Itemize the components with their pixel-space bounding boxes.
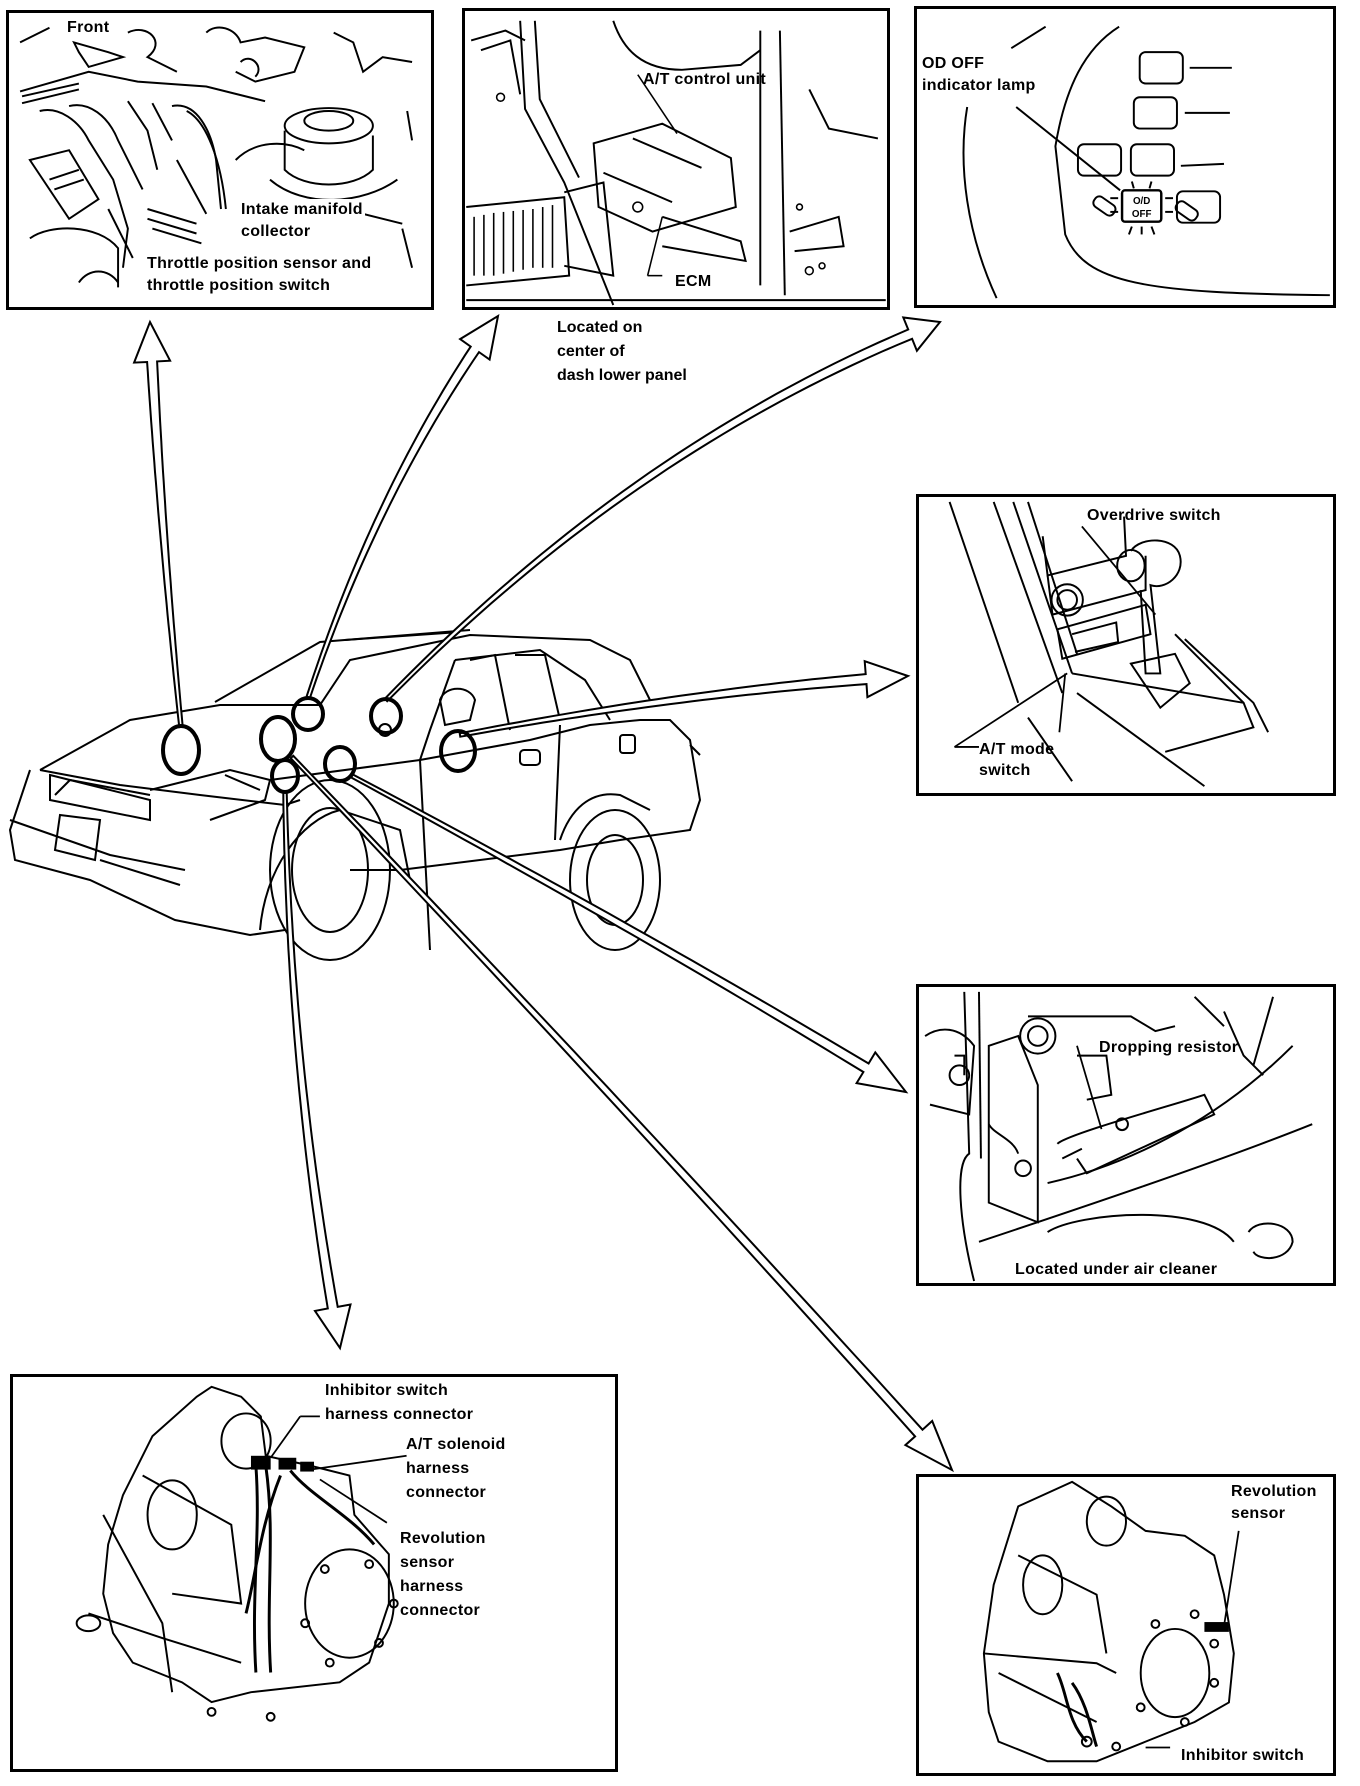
air-cleaner-illustration xyxy=(924,991,1313,1282)
callout-circle-windshield xyxy=(369,697,403,735)
panel-transmission-side: Revolution sensor Inhibitor switch xyxy=(916,1474,1336,1776)
caption-air-cleaner-location: Located under air cleaner xyxy=(1013,1259,1220,1281)
callout-circle-hood xyxy=(161,724,201,776)
arrow-to-transmission-harness xyxy=(282,791,352,1351)
label-front: Front xyxy=(67,19,110,36)
label-revolution-sensor-harness-connector: Revolution sensor harness connector xyxy=(400,1530,486,1619)
caption-dash-lower-location: Located on center of dash lower panel xyxy=(557,319,687,384)
panel-engine-bay: Front Intake manifold collector Throttle… xyxy=(6,10,434,310)
callout-circle-fender xyxy=(323,745,357,783)
dash-lower-illustration xyxy=(466,20,886,306)
label-intake-manifold-collector: Intake manifold collector xyxy=(239,199,365,243)
label-inhibitor-switch: Inhibitor switch xyxy=(1181,1747,1305,1764)
label-overdrive-switch: Overdrive switch xyxy=(1087,507,1221,524)
label-ecm: ECM xyxy=(675,273,712,290)
callout-circle-lower-fender xyxy=(270,758,300,794)
car-illustration xyxy=(8,629,702,961)
callout-circle-strut xyxy=(259,715,297,763)
callout-arrows xyxy=(132,313,954,1473)
arrow-to-console xyxy=(458,659,911,738)
label-at-mode-switch: A/T mode switch xyxy=(979,741,1055,779)
arrow-to-dash-lower xyxy=(305,313,500,700)
svg-text:OFF: OFF xyxy=(1132,209,1152,220)
label-at-control-unit: A/T control unit xyxy=(643,71,767,88)
transmission-harness-illustration xyxy=(75,1385,407,1722)
arrow-to-transmission-side xyxy=(289,754,954,1473)
label-at-solenoid-harness-connector: A/T solenoid harness connector xyxy=(406,1436,506,1501)
label-dropping-resistor: Dropping resistor xyxy=(1099,1039,1239,1056)
label-revolution-sensor: Revolution sensor xyxy=(1231,1483,1317,1522)
label-throttle-position-sensor: Throttle position sensor and throttle po… xyxy=(145,253,374,297)
transmission-side-illustration xyxy=(982,1480,1240,1763)
panel-instrument-cluster: O/D OFF OD OFF indicator lamp xyxy=(914,6,1336,308)
panel-dash-lower: A/T control unit ECM xyxy=(462,8,890,310)
engine-bay-illustration xyxy=(19,26,414,288)
panel-transmission-harness: Inhibitor switch harness connector A/T s… xyxy=(10,1374,618,1772)
label-od-off-indicator-lamp: OD OFF indicator lamp xyxy=(922,55,1036,94)
instrument-cluster-illustration: O/D OFF xyxy=(962,25,1330,299)
callout-circle-cowl xyxy=(291,696,325,732)
callout-circle-door xyxy=(439,729,477,773)
callout-circles xyxy=(161,696,477,794)
arrow-to-engine-bay xyxy=(132,319,184,729)
label-inhibitor-switch-harness-connector: Inhibitor switch harness connector xyxy=(325,1382,474,1423)
panel-air-cleaner: Dropping resistor Located under air clea… xyxy=(916,984,1336,1286)
arrow-to-air-cleaner xyxy=(349,773,909,1094)
od-off-lamp-glyph: O/D xyxy=(1133,196,1150,207)
console-illustration xyxy=(948,501,1269,787)
panel-console: Overdrive switch A/T mode switch xyxy=(916,494,1336,796)
